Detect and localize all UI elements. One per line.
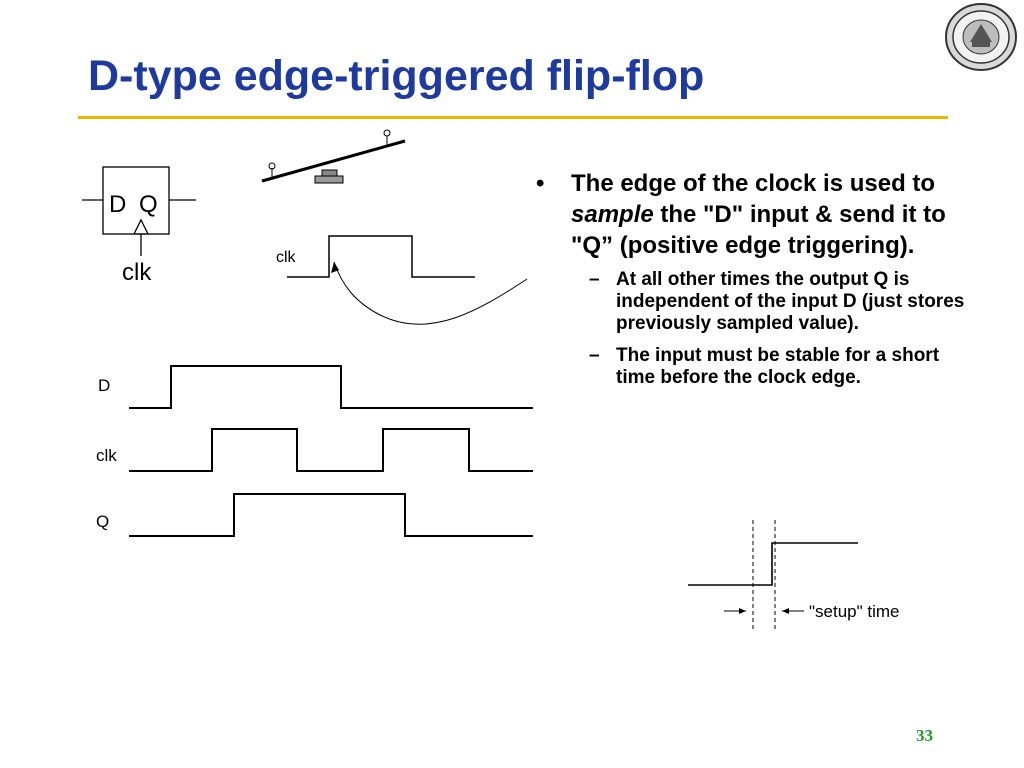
sub-bullet-text: At all other times the output Q is indep… (616, 269, 965, 334)
timing-q-label: Q (96, 512, 109, 531)
dff-q-label: Q (139, 191, 158, 218)
slide-title: D-type edge-triggered flip-flop (88, 52, 705, 100)
title-divider (78, 116, 948, 119)
setup-time-figure: "setup" time (688, 520, 900, 630)
dff-clk-label: clk (122, 259, 152, 286)
main-bullet-text: The edge of the clock is used to sample … (571, 170, 946, 259)
seesaw-clk-label: clk (276, 249, 297, 266)
d-waveform (129, 365, 533, 409)
bullet-dash: – (589, 345, 600, 366)
university-seal-icon (945, 3, 1017, 71)
page-number: 33 (916, 726, 933, 745)
timing-diagram (129, 365, 533, 537)
bullet-list: • The edge of the clock is used to sampl… (536, 168, 976, 389)
sub-bullet-text: The input must be stable for a short tim… (616, 345, 940, 388)
bullet-dash: – (589, 269, 600, 290)
dff-d-label: D (109, 191, 126, 218)
sub-bullet: – The input must be stable for a short t… (536, 345, 976, 389)
clk-pulse-figure (287, 235, 528, 325)
q-waveform (129, 493, 533, 537)
clk-waveform (129, 428, 533, 472)
main-bullet: • The edge of the clock is used to sampl… (536, 168, 976, 261)
timing-clk-label: clk (96, 446, 117, 465)
setup-time-label: "setup" time (809, 602, 900, 621)
sub-bullet: – At all other times the output Q is ind… (536, 269, 976, 335)
timing-d-label: D (98, 376, 110, 395)
seesaw-figure (261, 129, 406, 184)
bullet-dot: • (536, 170, 545, 197)
figures-canvas: D Q clk clk D clk Q (82, 129, 533, 537)
dff-symbol (82, 166, 196, 256)
